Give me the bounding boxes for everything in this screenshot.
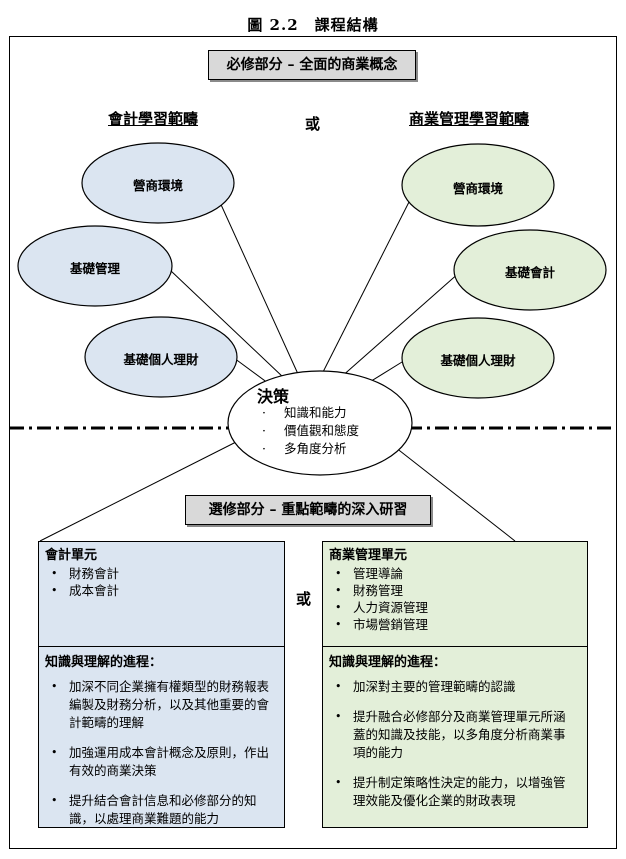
right-heading: 商業管理學習範疇	[409, 110, 530, 128]
ellipse-right-2-label: 基礎會計	[504, 265, 555, 280]
connector-right-2	[339, 271, 461, 379]
center-title: 決策	[257, 387, 290, 406]
center-items: ·知識和能力 ·價值觀和態度 ·多角度分析	[262, 404, 402, 458]
ellipse-left-2-label: 基礎管理	[69, 261, 120, 276]
ellipse-left-3	[84, 316, 238, 398]
connector-right-1	[321, 199, 411, 375]
list-item: 人力資源管理	[329, 599, 581, 616]
elective-title-box: 選修部分 – 重點範疇的深入研習	[185, 495, 431, 525]
list-item: 提升制定策略性決定的能力，以增強管理效能及優化企業的財政表現	[329, 774, 577, 810]
or-label-top: 或	[305, 115, 321, 133]
accounting-progress-title: 知識與理解的進程：	[45, 655, 163, 670]
list-item: 市場營銷管理	[329, 616, 581, 633]
management-progress-title: 知識與理解的進程：	[329, 655, 447, 670]
list-item: 加深不同企業擁有權類型的財務報表編製及財務分析，以及其他重要的會計範疇的理解	[45, 678, 274, 732]
accounting-panel-divider: 知識與理解的進程： 加深不同企業擁有權類型的財務報表編製及財務分析，以及其他重要…	[39, 646, 284, 828]
connector-center-right-panel	[385, 439, 516, 542]
ellipse-left-1-label: 營商環境	[132, 178, 183, 193]
accounting-progress-list: 加深不同企業擁有權類型的財務報表編製及財務分析，以及其他重要的會計範疇的理解 加…	[45, 678, 274, 828]
list-item: 成本會計	[45, 582, 278, 599]
accounting-panel-title: 會計單元	[45, 548, 98, 563]
ellipse-left-1	[81, 142, 235, 224]
management-module-list: 管理導論 財務管理 人力資源管理 市場營銷管理	[329, 565, 581, 633]
management-panel: 商業管理單元 管理導論 財務管理 人力資源管理 市場營銷管理 知識與理解的進程：…	[322, 541, 588, 828]
ellipse-left-3-label: 基礎個人理財	[123, 352, 199, 367]
list-item: 管理導論	[329, 565, 581, 582]
center-item-text: 價值觀和態度	[284, 423, 360, 438]
accounting-module-list: 財務會計 成本會計	[45, 565, 278, 599]
figure-title: 圖 2.2 課程結構	[247, 16, 379, 34]
center-item: ·多角度分析	[262, 441, 347, 456]
list-item: 加強運用成本會計概念及原則，作出有效的商業決策	[45, 744, 274, 780]
ellipse-right-1-label: 營商環境	[452, 181, 503, 196]
center-ellipse	[227, 370, 413, 476]
or-label-bottom: 或	[296, 590, 312, 608]
ellipse-left-2	[17, 225, 173, 307]
list-item: 加深對主要的管理範疇的認識	[329, 678, 577, 696]
list-item: 財務管理	[329, 582, 581, 599]
connector-left-1	[217, 197, 299, 375]
connector-left-2	[169, 269, 285, 379]
ellipse-right-3	[401, 317, 555, 399]
center-item-text: 知識和能力	[284, 405, 347, 420]
ellipse-right-1	[401, 143, 555, 227]
management-panel-title: 商業管理單元	[329, 548, 408, 563]
list-item: 提升結合會計信息和必修部分的知識，以處理商業難題的能力	[45, 792, 274, 828]
list-item: 提升融合必修部分及商業管理單元所涵蓋的知識及技能，以多角度分析商業事項的能力	[329, 708, 577, 762]
center-item-text: 多角度分析	[284, 441, 347, 456]
ellipse-right-2	[453, 229, 607, 311]
management-panel-divider: 知識與理解的進程： 加深對主要的管理範疇的認識 提升融合必修部分及商業管理單元所…	[323, 646, 587, 810]
left-heading: 會計學習範疇	[108, 110, 199, 128]
ellipse-right-3-label: 基礎個人理財	[440, 353, 516, 368]
outer-frame	[9, 36, 617, 849]
management-progress-list: 加深對主要的管理範疇的認識 提升融合必修部分及商業管理單元所涵蓋的知識及技能，以…	[329, 678, 577, 810]
center-item: ·價值觀和態度	[262, 423, 360, 438]
connector-center-left-panel	[39, 439, 241, 542]
compulsory-title-box: 必修部分 – 全面的商業概念	[208, 50, 416, 80]
center-item: ·知識和能力	[262, 405, 347, 420]
accounting-panel: 會計單元 財務會計 成本會計 知識與理解的進程： 加深不同企業擁有權類型的財務報…	[38, 541, 285, 828]
list-item: 財務會計	[45, 565, 278, 582]
